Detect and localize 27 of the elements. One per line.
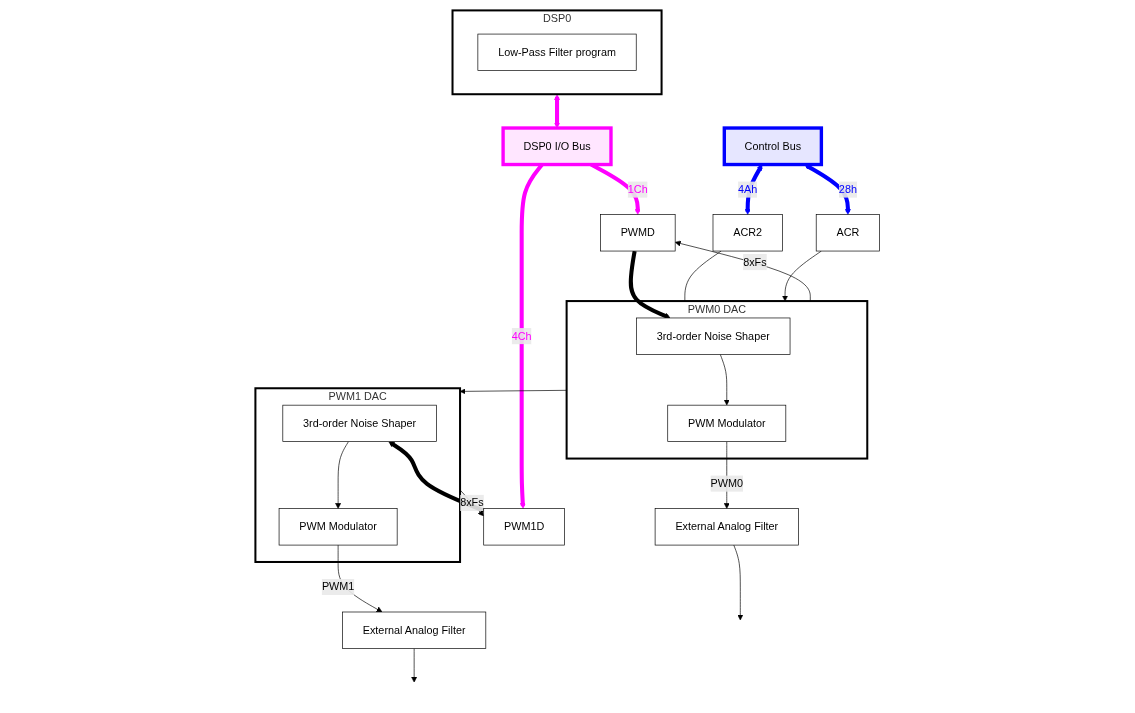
- arrow: [388, 441, 485, 513]
- edge-label: 1Ch: [627, 183, 648, 195]
- edge-label: 8xFs: [460, 496, 484, 509]
- arrow: [628, 250, 671, 319]
- node-box: ACR2: [712, 214, 783, 252]
- node-box: ACR: [815, 214, 880, 252]
- node-box: PWM Modulator: [667, 404, 787, 442]
- edge-label: 4Ah: [738, 183, 758, 195]
- node-box: Control Bus: [722, 126, 824, 167]
- node-box: DSP0 I/O Bus: [501, 126, 613, 167]
- edge-label: PWM1: [321, 580, 355, 593]
- node-box: 3rd-order Noise Shaper: [282, 404, 437, 442]
- edge-label: 28h: [838, 183, 857, 195]
- connector: [684, 250, 722, 302]
- node-box: PWM Modulator: [278, 508, 398, 546]
- edge-label: 4Ch: [511, 330, 532, 342]
- node-box: PWM1D: [483, 508, 565, 546]
- node-box: PWMD: [600, 214, 676, 252]
- node-box: Low-Pass Filter program: [477, 33, 637, 71]
- node-box: 3rd-order Noise Shaper: [636, 317, 791, 355]
- arrow: [744, 164, 763, 215]
- arrow: [804, 164, 851, 215]
- arrow: [554, 94, 560, 129]
- edge-label: 8xFs: [743, 256, 767, 268]
- node-box: External Analog Filter: [654, 508, 799, 546]
- node-box: External Analog Filter: [342, 611, 487, 649]
- edge-label: PWM0: [710, 477, 743, 489]
